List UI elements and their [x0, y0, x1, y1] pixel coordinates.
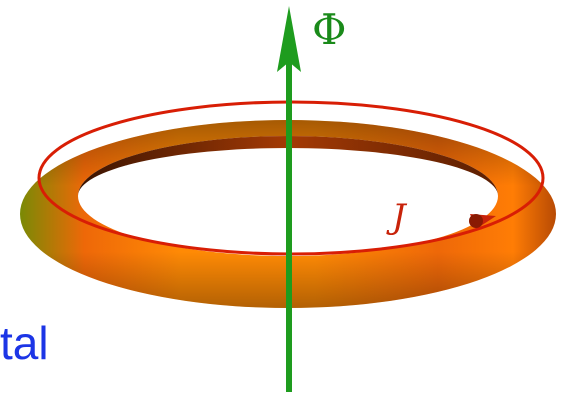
torus-ring	[20, 120, 556, 308]
current-arrow-tip	[469, 214, 483, 228]
torus-inner-wall	[78, 136, 498, 196]
flux-arrow-shaft	[286, 40, 292, 392]
flux-arrow	[277, 6, 301, 392]
current-label: J	[386, 197, 408, 237]
torus-shading	[20, 120, 556, 308]
flux-label: Φ	[312, 5, 346, 54]
corner-text: tal	[0, 317, 49, 369]
flux-arrowhead	[277, 6, 301, 72]
